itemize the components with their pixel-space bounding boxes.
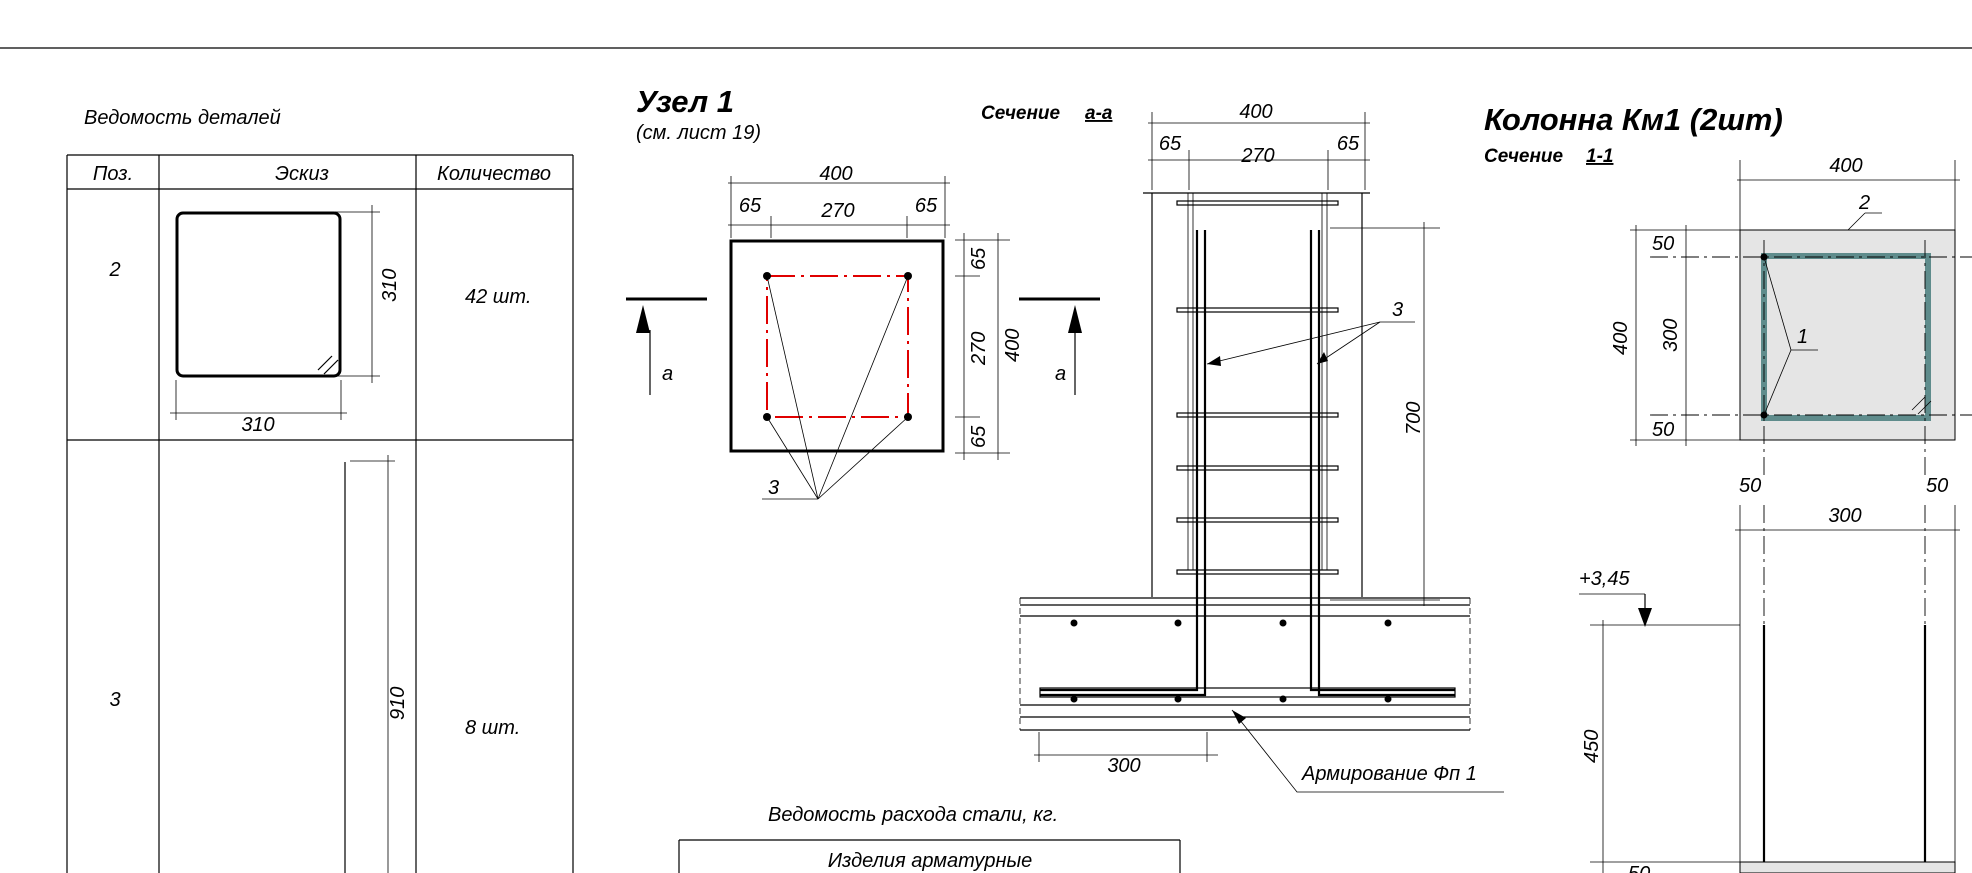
steel-table: Ведомость расхода стали, кг. Изделия арм… [678, 804, 1181, 873]
node1-dim-left: 65 [739, 195, 762, 217]
column-callout-1: 1 [1797, 326, 1808, 348]
node1-dim-v-bot: 65 [968, 425, 990, 448]
column-dim-h-right: 50 [1926, 475, 1948, 497]
row1-qty: 42 шт. [465, 286, 531, 308]
section-aa-dim-left: 65 [1159, 133, 1182, 155]
node1-callout: 3 [768, 477, 779, 499]
straight-bar-sketch [344, 455, 395, 873]
row2-dim-v: 910 [387, 687, 409, 720]
node1-dim-v-top: 65 [968, 247, 990, 270]
steel-table-header: Изделия арматурные [828, 850, 1033, 872]
column-dim-v-mid: 300 [1660, 319, 1682, 352]
column-section-label: Сечение [1484, 146, 1564, 167]
column-dim-50b: 50 [1628, 863, 1650, 873]
column-dim-450: 450 [1581, 730, 1603, 763]
section-aa: Сечение а-а 400 65 270 65 [981, 101, 1504, 793]
column-level: +3,45 [1579, 568, 1630, 590]
node1-dim-mid: 270 [820, 200, 854, 222]
node1-dim-right: 65 [915, 195, 938, 217]
node1-plan: Узел 1 (см. лист 19) 400 65 270 65 3 [626, 84, 1100, 500]
steel-table-title: Ведомость расхода стали, кг. [768, 804, 1058, 826]
section-aa-label: Сечение [981, 103, 1061, 124]
node1-dim-v-total: 400 [1002, 329, 1024, 362]
section-aa-dim-right: 65 [1337, 133, 1360, 155]
section-aa-dim-mid: 270 [1240, 145, 1274, 167]
row2-pos: 3 [109, 689, 120, 711]
node1-title: Узел 1 [636, 84, 734, 119]
column-section-name: 1-1 [1586, 146, 1613, 167]
section-aa-annotation: Армирование Фп 1 [1301, 763, 1477, 785]
section-aa-dim-height: 700 [1403, 402, 1425, 435]
column-dim-h-left: 50 [1739, 475, 1761, 497]
column-dim-top: 400 [1829, 155, 1862, 177]
node1-dim-total: 400 [819, 163, 852, 185]
column-dim-v-total: 400 [1610, 322, 1632, 355]
row1-pos: 2 [108, 259, 120, 281]
row1-dim-h: 310 [241, 414, 274, 436]
details-table: Ведомость деталей Поз. Эскиз Количество … [66, 107, 574, 873]
section-mark-right: а [1055, 363, 1066, 385]
section-aa-dim-total: 400 [1239, 101, 1272, 123]
header-qty: Количество [437, 163, 551, 185]
section-aa-callout: 3 [1392, 299, 1403, 321]
header-sketch: Эскиз [275, 163, 329, 185]
column-km1: Колонна Км1 (2шт) Сечение 1-1 400 1 2 40… [1484, 102, 1972, 873]
section-aa-dim-bottom: 300 [1107, 755, 1140, 777]
details-table-title: Ведомость деталей [84, 107, 281, 129]
column-dim-v-bot: 50 [1652, 419, 1674, 441]
node1-dim-v-mid: 270 [968, 332, 990, 366]
header-pos: Поз. [93, 163, 133, 185]
section-aa-name: а-а [1085, 103, 1113, 124]
stirrup-sketch [170, 205, 380, 420]
row2-qty: 8 шт. [465, 717, 520, 739]
column-title: Колонна Км1 (2шт) [1484, 102, 1783, 137]
column-dim-h-mid: 300 [1828, 505, 1861, 527]
column-dim-v-top: 50 [1652, 233, 1674, 255]
node1-ref: (см. лист 19) [636, 122, 761, 144]
column-callout-2: 2 [1858, 192, 1870, 214]
row1-dim-v: 310 [379, 269, 401, 302]
section-mark-left: а [662, 363, 673, 385]
